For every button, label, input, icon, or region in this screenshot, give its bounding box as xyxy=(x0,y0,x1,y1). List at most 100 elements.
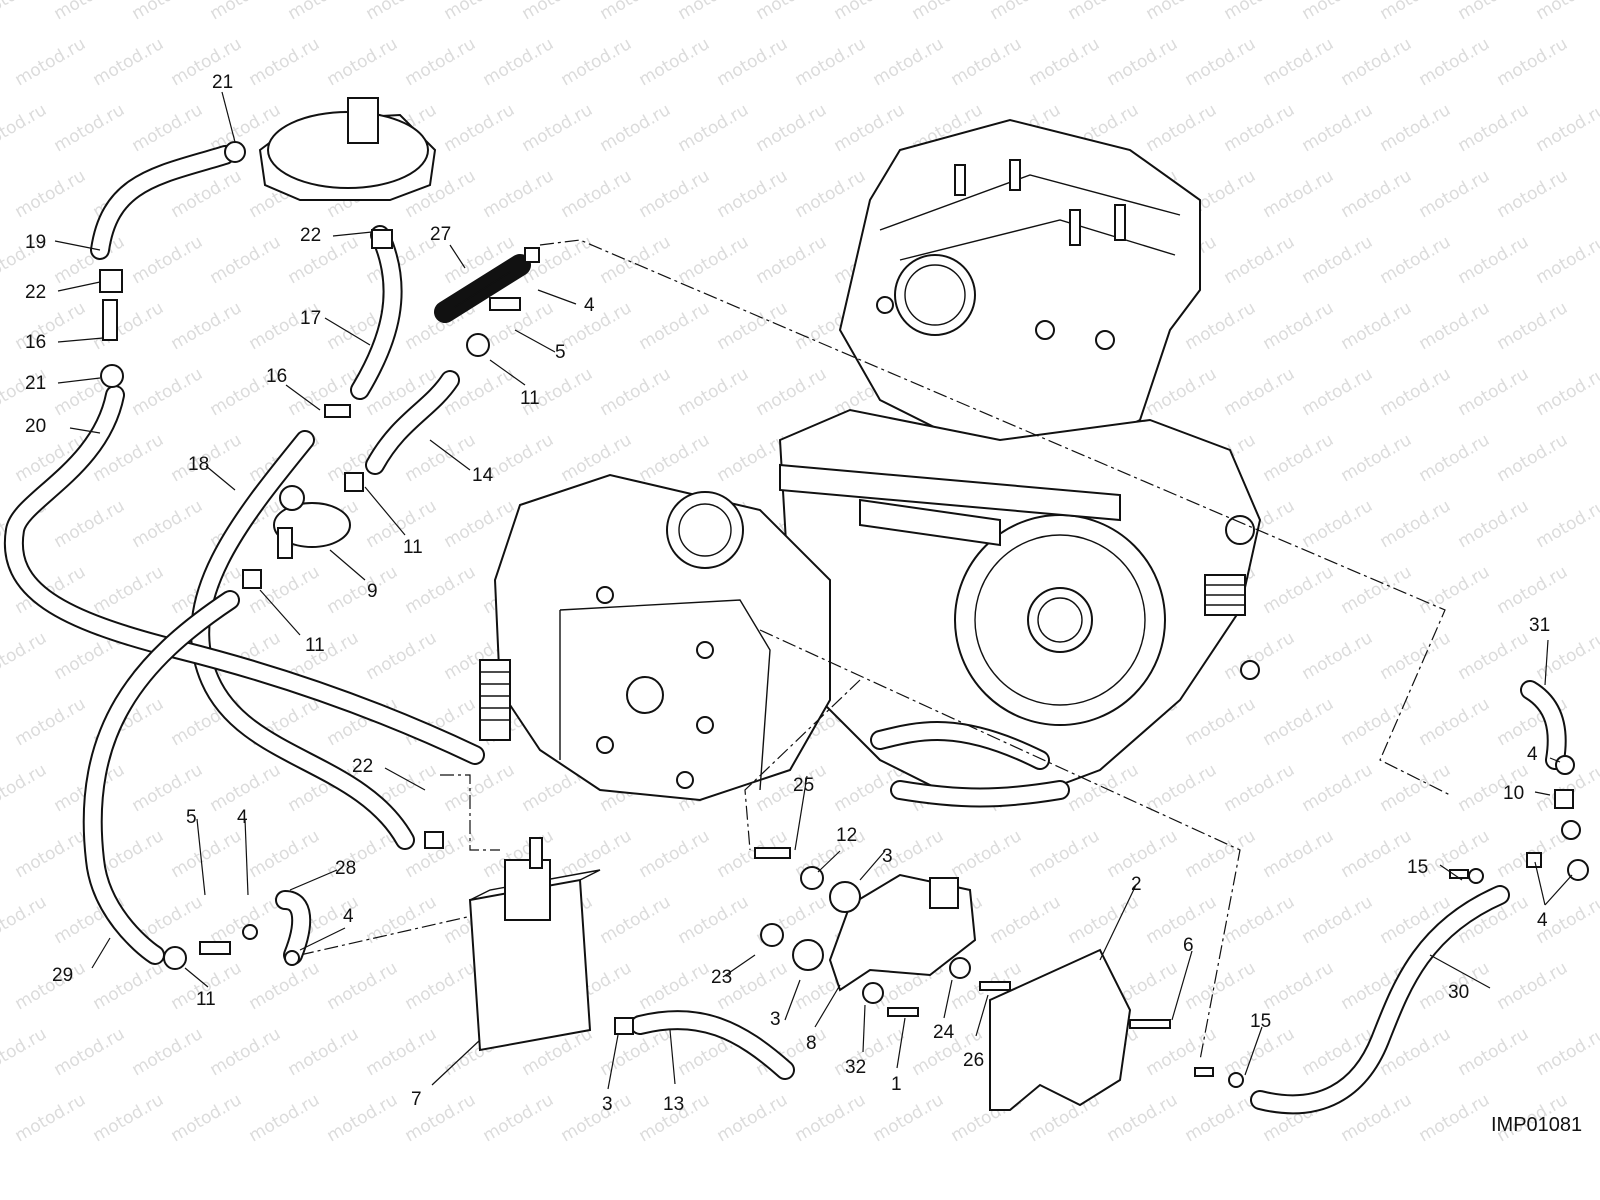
watermark-text: motod.ru xyxy=(1065,0,1143,24)
watermark-text: motod.ru xyxy=(363,496,441,552)
watermark-text: motod.ru xyxy=(1338,430,1416,486)
watermark-text: motod.ru xyxy=(1143,760,1221,816)
watermark-text: motod.ru xyxy=(636,430,714,486)
callout-4-right-low: 4 xyxy=(1537,910,1548,931)
watermark-text: motod.ru xyxy=(1455,232,1533,288)
watermark-text: motod.ru xyxy=(636,298,714,354)
watermark-text: motod.ru xyxy=(948,826,1026,882)
callout-10: 10 xyxy=(1503,783,1524,804)
watermark-text: motod.ru xyxy=(12,826,90,882)
watermark-text: motod.ru xyxy=(1260,826,1338,882)
watermark-text: motod.ru xyxy=(90,298,168,354)
watermark-text: motod.ru xyxy=(831,0,909,24)
watermark-text: motod.ru xyxy=(1182,694,1260,750)
watermark-text: motod.ru xyxy=(246,958,324,1014)
watermark-text: motod.ru xyxy=(1494,958,1572,1014)
callout-16-mid: 16 xyxy=(266,366,287,387)
watermark-text: motod.ru xyxy=(1416,694,1494,750)
watermark-text: motod.ru xyxy=(1338,34,1416,90)
callout-23: 23 xyxy=(711,967,732,988)
watermark-text: motod.ru xyxy=(792,1090,870,1146)
watermark-text: motod.ru xyxy=(1455,1024,1533,1080)
watermark-text: motod.ru xyxy=(285,0,363,24)
watermark-text: motod.ru xyxy=(1299,892,1377,948)
watermark-text: motod.ru xyxy=(558,34,636,90)
watermark-text: motod.ru xyxy=(1182,298,1260,354)
watermark-text: motod.ru xyxy=(1299,232,1377,288)
watermark-text: motod.ru xyxy=(1221,1024,1299,1080)
watermark-text: motod.ru xyxy=(1299,496,1377,552)
watermark-text: motod.ru xyxy=(597,892,675,948)
callout-4-top: 4 xyxy=(584,295,595,316)
watermark-text: motod.ru xyxy=(129,0,207,24)
watermark-text: motod.ru xyxy=(1260,694,1338,750)
watermark-text: motod.ru xyxy=(51,496,129,552)
watermark-text: motod.ru xyxy=(1299,364,1377,420)
watermark-text: motod.ru xyxy=(402,34,480,90)
watermark-text: motod.ru xyxy=(1533,100,1600,156)
watermark-text: motod.ru xyxy=(558,1090,636,1146)
watermark-text: motod.ru xyxy=(402,562,480,618)
watermark-text: motod.ru xyxy=(714,34,792,90)
watermark-text: motod.ru xyxy=(1533,364,1600,420)
watermark-text: motod.ru xyxy=(129,496,207,552)
watermark-text: motod.ru xyxy=(1299,100,1377,156)
watermark-text: motod.ru xyxy=(207,232,285,288)
callout-26: 26 xyxy=(963,1050,984,1071)
watermark-text: motod.ru xyxy=(129,100,207,156)
watermark-text: motod.ru xyxy=(1455,0,1533,24)
watermark-text: motod.ru xyxy=(1416,562,1494,618)
callout-6: 6 xyxy=(1183,935,1194,956)
watermark-text: motod.ru xyxy=(597,0,675,24)
watermark-text: motod.ru xyxy=(1182,958,1260,1014)
watermark-text: motod.ru xyxy=(909,0,987,24)
watermark-text: motod.ru xyxy=(1455,100,1533,156)
watermark-text: motod.ru xyxy=(12,298,90,354)
watermark-text: motod.ru xyxy=(1338,166,1416,222)
watermark-text: motod.ru xyxy=(753,100,831,156)
watermark-text: motod.ru xyxy=(636,826,714,882)
callout-21-left: 21 xyxy=(25,373,46,394)
watermark-text: motod.ru xyxy=(1377,760,1455,816)
watermark-text: motod.ru xyxy=(1338,298,1416,354)
watermark-text: motod.ru xyxy=(1026,34,1104,90)
watermark-text: motod.ru xyxy=(675,100,753,156)
watermark-text: motod.ru xyxy=(0,628,50,684)
callout-15-right: 15 xyxy=(1407,857,1428,878)
watermark-text: motod.ru xyxy=(753,364,831,420)
watermark-text: motod.ru xyxy=(597,232,675,288)
watermark-text: motod.ru xyxy=(1338,826,1416,882)
callout-11-d: 11 xyxy=(196,989,216,1010)
watermark-text: motod.ru xyxy=(0,760,50,816)
watermark-text: motod.ru xyxy=(1260,166,1338,222)
watermark-text: motod.ru xyxy=(1494,34,1572,90)
watermark-text: motod.ru xyxy=(246,1090,324,1146)
hoses xyxy=(3,145,1567,1115)
watermark-text: motod.ru xyxy=(129,364,207,420)
watermark-text: motod.ru xyxy=(1221,628,1299,684)
watermark-text: motod.ru xyxy=(207,892,285,948)
watermark-text: motod.ru xyxy=(1455,628,1533,684)
watermark-text: motod.ru xyxy=(1260,430,1338,486)
callout-4-right-top: 4 xyxy=(1527,744,1538,765)
watermark-text: motod.ru xyxy=(480,34,558,90)
watermark-text: motod.ru xyxy=(1260,298,1338,354)
watermark-text: motod.ru xyxy=(831,1024,909,1080)
watermark-text: motod.ru xyxy=(675,892,753,948)
watermark-text: motod.ru xyxy=(1299,760,1377,816)
watermark-text: motod.ru xyxy=(1377,364,1455,420)
watermark-text: motod.ru xyxy=(1065,892,1143,948)
watermark-text: motod.ru xyxy=(12,694,90,750)
watermark-text: motod.ru xyxy=(1182,34,1260,90)
watermark-text: motod.ru xyxy=(636,34,714,90)
watermark-text: motod.ru xyxy=(1221,760,1299,816)
engine-assembly xyxy=(479,118,1262,808)
callout-30: 30 xyxy=(1448,982,1469,1003)
watermark-text: motod.ru xyxy=(1377,496,1455,552)
watermark-text: motod.ru xyxy=(675,0,753,24)
watermark-text: motod.ru xyxy=(168,34,246,90)
leader-lines xyxy=(54,91,1573,1090)
watermark-text: motod.ru xyxy=(987,0,1065,24)
watermark-text: motod.ru xyxy=(285,1024,363,1080)
watermark-text: motod.ru xyxy=(285,232,363,288)
